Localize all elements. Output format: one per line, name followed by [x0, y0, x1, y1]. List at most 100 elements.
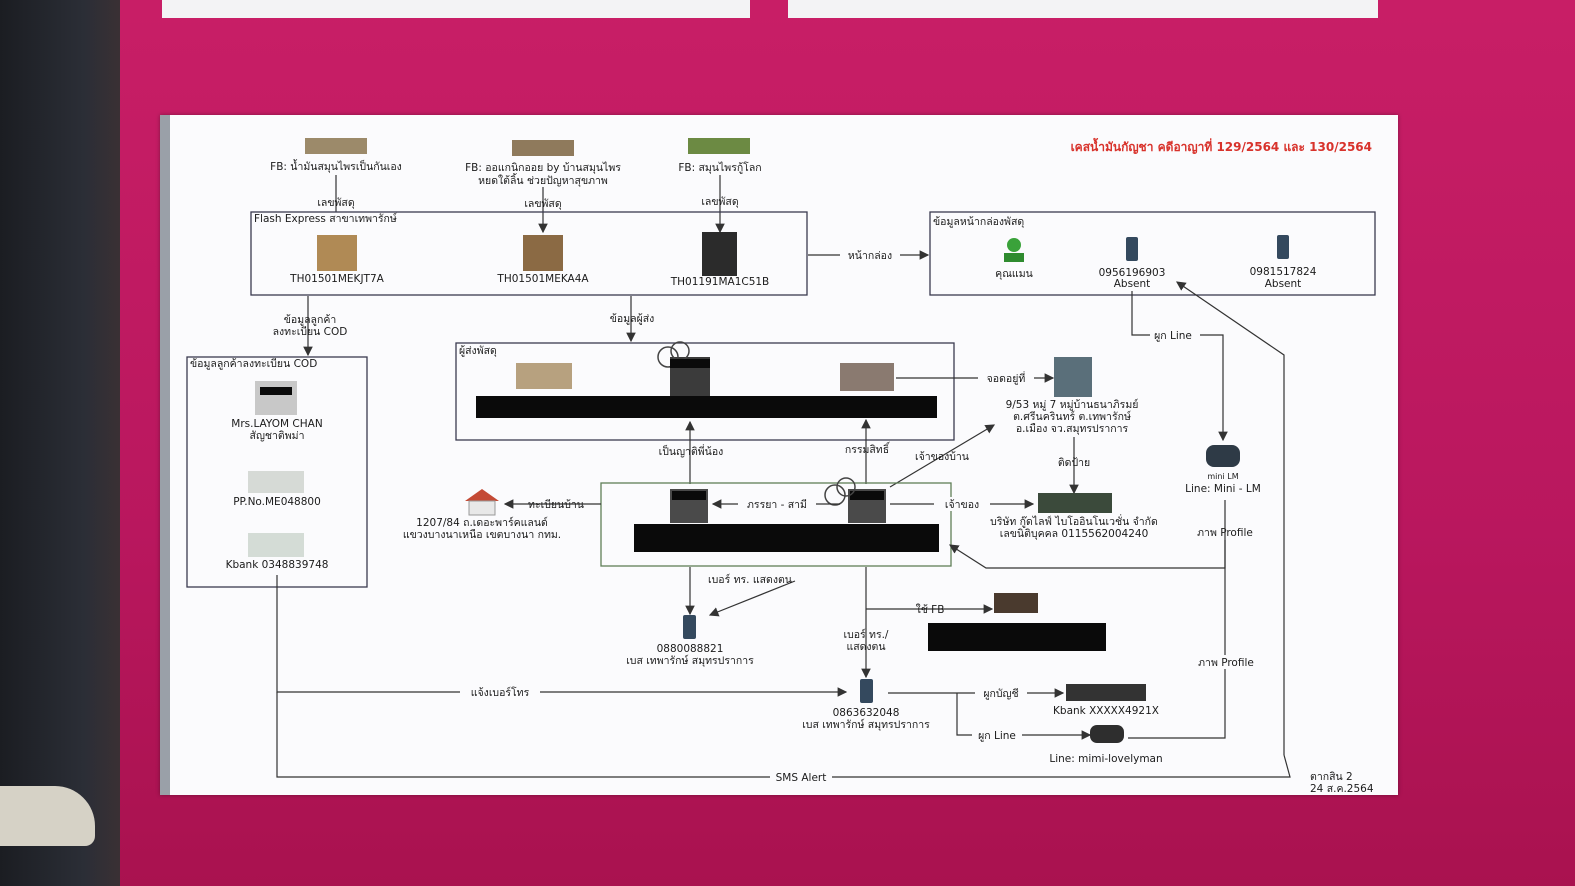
top-card-right	[788, 0, 1378, 18]
line-mini-small: mini LM	[1207, 472, 1238, 481]
label-box-front: หน้ากล่อง	[848, 250, 892, 262]
label-home-reg: ทะเบียนบ้าน	[528, 498, 584, 511]
home-reg-line2: แขวงบางนาเหนือ เขตบางนา กทม.	[403, 528, 561, 541]
footer-unit: ตากสิน 2	[1310, 771, 1353, 783]
box-info-title: ข้อมูลหน้ากล่องพัสดุ	[933, 216, 1024, 228]
label-sender-info: ข้อมูลผู้ส่ง	[610, 313, 655, 325]
label-parcel-2: เลขพัสดุ	[524, 198, 561, 210]
kbank-account-image	[1066, 684, 1146, 701]
id-card-image	[516, 363, 572, 389]
bystander-silhouette	[0, 0, 120, 886]
box-phone-1: 0956196903	[1099, 267, 1166, 279]
company-sign-photo	[1038, 493, 1112, 513]
source-label-2b: หยดใต้ลิ้น ช่วยปัญหาสุขภาพ	[478, 173, 608, 187]
label-siblings: เป็นญาติพี่น้อง	[659, 444, 724, 458]
handcuff-icon	[657, 346, 679, 368]
edge-house-owner	[889, 424, 996, 488]
label-line-link2: ผูก Line	[978, 730, 1016, 742]
box-info-panel	[929, 211, 1376, 296]
home-reg-line1: 1207/84 ถ.เดอะพาร์คแลนด์	[416, 516, 548, 529]
cod-customer-photo	[255, 381, 297, 415]
label-customer-cod-2: ลงทะเบียน COD	[273, 325, 348, 338]
parcel-photo-2	[523, 235, 563, 271]
label-parcel-1: เลขพัสดุ	[317, 197, 354, 209]
parcel-id-2: TH01501MEKA4A	[496, 273, 589, 285]
source-label-3: FB: สมุนไพรกู้โลก	[678, 161, 761, 174]
phone-a-number: 0880088821	[657, 643, 724, 655]
edge-profile-couple	[948, 540, 1226, 569]
label-phone-id2b: แสดงตน	[846, 641, 885, 653]
box-phone-2-status: Absent	[1265, 278, 1302, 290]
person-icon	[1007, 238, 1021, 252]
cod-title: ข้อมูลลูกค้าลงทะเบียน COD	[190, 357, 317, 370]
label-posted: ติดป้าย	[1058, 457, 1090, 469]
box-phone-2: 0981517824	[1250, 266, 1317, 278]
label-house-owner: เจ้าของบ้าน	[915, 451, 969, 463]
parcel-photo-3	[702, 232, 737, 276]
home-icon	[465, 489, 499, 501]
redacted-couple-details	[634, 524, 939, 552]
source-label-1: FB: น้ำมันสมุนไพรเป็นกันเอง	[270, 159, 402, 173]
vehicle-photo	[840, 363, 894, 391]
label-owner: เจ้าของ	[945, 499, 979, 511]
phone-icon-2	[1277, 235, 1289, 259]
phone-a-network: เบส เทพารักษ์ สมุทรปราการ	[626, 654, 754, 667]
parcel-id-1: TH01501MEKJT7A	[289, 273, 384, 285]
bank-book-image	[248, 533, 304, 557]
house-address-3: อ.เมือง จว.สมุทรปราการ	[1016, 422, 1129, 435]
phone-icon-a	[683, 615, 696, 639]
phone-b-network: เบส เทพารักษ์ สมุทรปราการ	[802, 718, 930, 731]
label-lives-at: จอดอยู่ที่	[987, 371, 1026, 385]
label-sms-alert: SMS Alert	[776, 772, 827, 784]
fb-page-thumb-3	[688, 138, 750, 154]
line-mimi-avatar	[1090, 725, 1124, 743]
top-card-left	[162, 0, 750, 18]
edge-notify-phone	[276, 575, 848, 697]
flash-express-title: Flash Express สาขาเทพารักษ์	[254, 212, 397, 225]
cod-name: Mrs.LAYOM CHAN	[231, 418, 322, 430]
source-label-2: FB: ออแกนิกออย by บ้านสมุนไพร	[465, 161, 621, 174]
link-analysis-poster: เคสน้ำมันกัญชา คดีอาญาที่ 129/2564 และ 1…	[160, 115, 1398, 795]
passport-image	[248, 471, 304, 493]
label-notify-phone: แจ้งเบอร์โทร	[471, 686, 530, 699]
edge-line-link2	[956, 693, 1092, 740]
label-link-account: ผูกบัญชี	[983, 687, 1018, 700]
label-profile-2: ภาพ Profile	[1198, 657, 1254, 669]
case-title: เคสน้ำมันกัญชา คดีอาญาที่ 129/2564 และ 1…	[1071, 137, 1372, 154]
edge-sms-boxinfo	[1176, 281, 1285, 755]
label-spouse: ภรรยา - สามี	[747, 498, 807, 511]
label-ownership: กรรมสิทธิ์	[845, 441, 891, 456]
line-mini-label: Line: Mini - LM	[1185, 483, 1261, 495]
label-line-link: ผูก Line	[1154, 330, 1192, 342]
box-phone-1-status: Absent	[1114, 278, 1151, 290]
fb-page-thumb-1	[305, 138, 367, 154]
label-phone-id2a: เบอร์ ทร./	[844, 628, 889, 641]
company-line2: เลขนิติบุคคล 0115562004240	[1000, 528, 1149, 540]
redacted-fb-details	[928, 623, 1106, 651]
couple-box	[600, 482, 952, 567]
flash-express-box	[250, 211, 808, 296]
edge-profile-line	[1128, 500, 1226, 739]
kbank-account-2: Kbank XXXXX4921X	[1053, 705, 1159, 717]
parcel-id-3: TH01191MA1C51B	[670, 276, 770, 288]
redacted-sender-details	[476, 396, 937, 418]
line-mimi-label: Line: mimi-lovelyman	[1049, 753, 1162, 765]
house-photo	[1054, 357, 1092, 397]
house-address-1: 9/53 หมู่ 7 หมู่บ้านธนาภิรมย์	[1006, 398, 1139, 411]
parcel-photo-1	[317, 235, 357, 271]
label-phone-id: เบอร์ ทร. แสดงตน	[708, 573, 792, 586]
company-line1: บริษัท กู๊ดไลฟ์ ไบโออินโนเวชั่น จำกัด	[990, 514, 1158, 528]
phone-b-number: 0863632048	[833, 707, 900, 719]
line-mini-avatar	[1206, 445, 1240, 467]
sender-box	[455, 342, 955, 441]
label-uses-fb: ใช้ FB	[916, 603, 945, 616]
cod-passport: PP.No.ME048800	[233, 496, 321, 508]
footer-date: 24 ส.ค.2564	[1310, 783, 1374, 795]
phone-icon-1	[1126, 237, 1138, 261]
house-address-2: ต.ศรีนครินทร์ ต.เทพารักษ์	[1013, 410, 1131, 423]
cod-bank: Kbank 0348839748	[226, 559, 329, 571]
phone-icon-b	[860, 679, 873, 703]
label-parcel-3: เลขพัสดุ	[701, 196, 738, 208]
edge-phone-line-mini	[1131, 291, 1228, 442]
box-info-name: คุณแมน	[995, 268, 1033, 280]
